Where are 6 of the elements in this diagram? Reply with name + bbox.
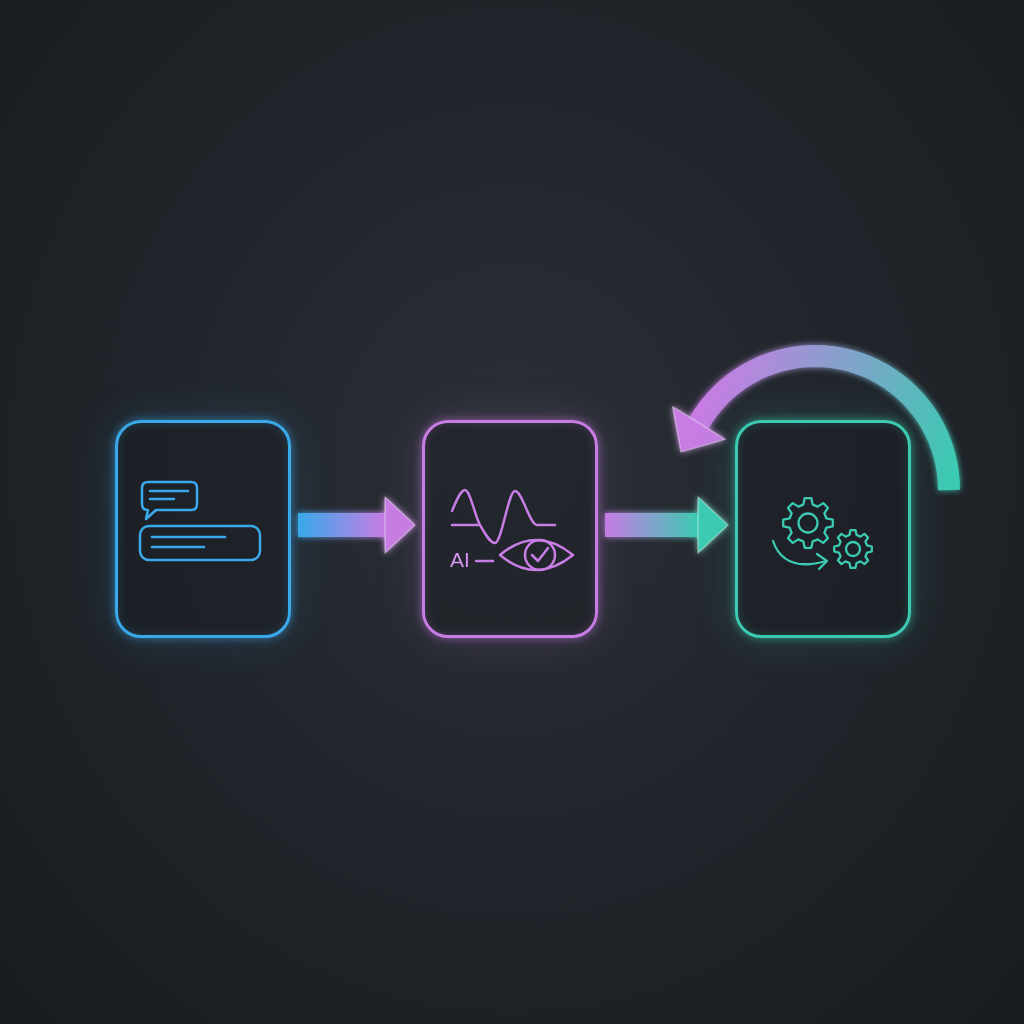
step-label: AI (450, 549, 470, 570)
curved-arrow (671, 345, 960, 493)
arrow (605, 496, 729, 554)
process-card (735, 420, 911, 638)
process-card (422, 420, 598, 638)
process-card (115, 420, 291, 638)
